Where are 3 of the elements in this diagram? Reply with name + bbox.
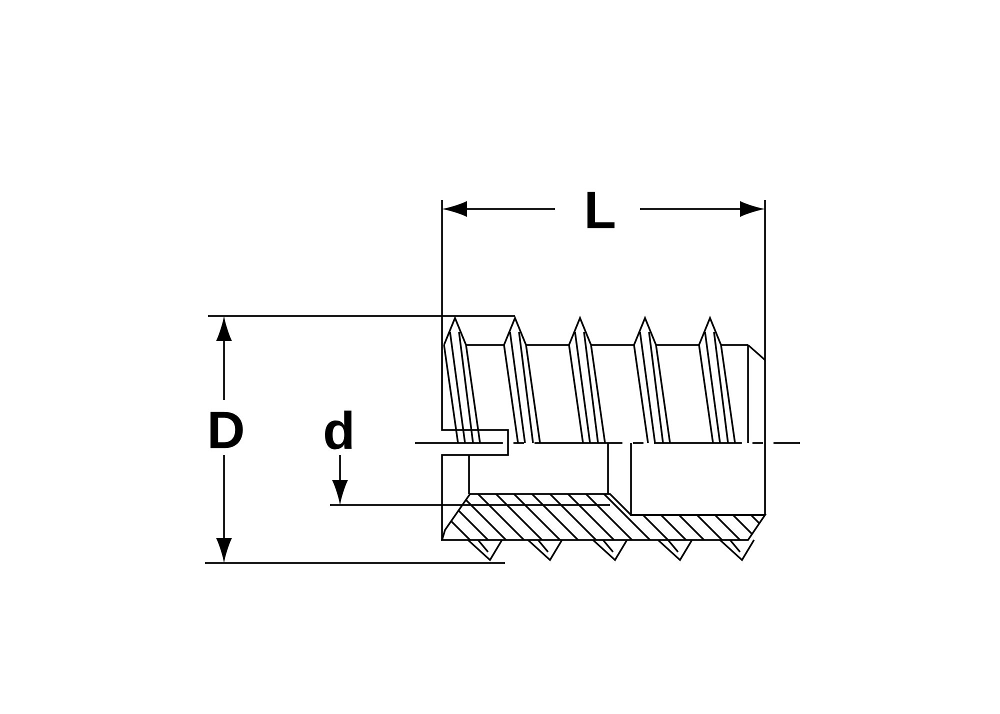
dimension-label: L <box>587 192 614 228</box>
dimension-label: D <box>210 412 243 448</box>
dimension-label: d <box>325 410 352 450</box>
